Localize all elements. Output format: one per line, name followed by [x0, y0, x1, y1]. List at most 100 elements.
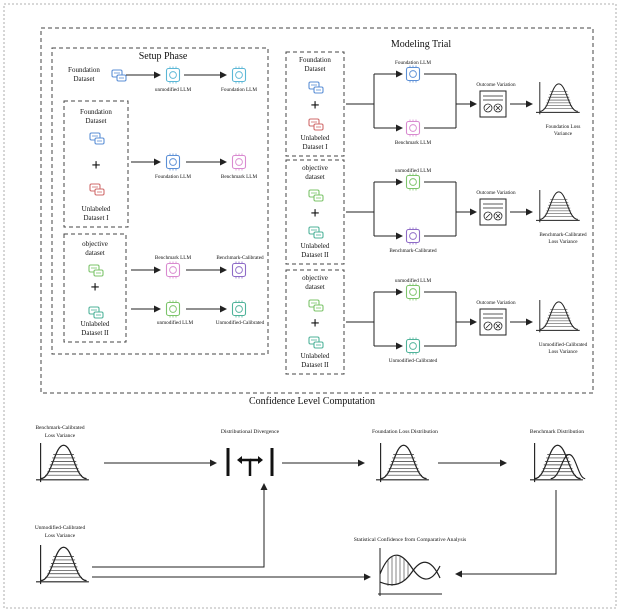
database-icon — [308, 299, 324, 312]
llm-chip-icon — [231, 66, 247, 84]
llm-chip-icon — [405, 227, 421, 245]
setup-row1-dataset-line1: Foundation — [68, 66, 100, 74]
trial-result-line2: Loss Variance — [548, 239, 578, 245]
trial-dataset-box — [285, 269, 345, 375]
trial-dataset-box — [285, 159, 345, 265]
database-icon — [89, 183, 105, 196]
trial-top-label-line1: objective — [302, 274, 328, 282]
setup-group1-bottom-line1: Unlabeled — [82, 205, 111, 213]
llm-chip-icon — [231, 153, 247, 171]
trial-model-bottom-label: Unmodified-Calibrated — [389, 357, 438, 364]
trial-result-line1: Benchmark-Calibrated — [539, 232, 587, 238]
llm-chip-icon — [405, 283, 421, 301]
trial-model-top-label: unmodified LLM — [395, 167, 432, 174]
database-icon — [308, 189, 324, 202]
trial-top-label-line2: dataset — [305, 173, 324, 181]
setup-group2-box — [63, 233, 127, 343]
setup-row1-dataset-line2: Dataset — [74, 75, 95, 83]
database-icon — [111, 69, 127, 82]
plus-sign: + — [310, 205, 319, 222]
llm-chip-icon — [165, 300, 181, 318]
setup-group1-mid-label: Foundation LLM — [155, 174, 191, 180]
setup-row1-out-label: Foundation LLM — [221, 87, 257, 93]
loss-variance-bell-icon — [535, 81, 581, 115]
conf-benchmark-dist-label: Benchmark Distribution — [530, 429, 584, 435]
trial-variation-label: Outcome Variation — [476, 190, 516, 196]
outcome-variation-icon — [479, 198, 507, 226]
trial-bottom-label-line2: Dataset I — [302, 143, 328, 151]
llm-chip-icon — [405, 173, 421, 191]
modeling-trial-title: Modeling Trial — [391, 39, 452, 50]
trial-top-label-line2: dataset — [305, 283, 324, 291]
setup-group2-plus: + — [90, 279, 99, 296]
trial-model-bottom-label: Benchmark LLM — [395, 140, 432, 146]
conf-stat-label: Statistical Confidence from Comparative … — [354, 536, 466, 543]
setup-group2-bottom-line2: Dataset II — [81, 329, 109, 337]
llm-chip-icon — [231, 261, 247, 279]
setup-group2-out-top-label: Benchmark-Calibrated — [216, 255, 264, 261]
trial-dataset-box — [285, 51, 345, 157]
conf-unmod-var-line2: Loss Variance — [45, 533, 76, 539]
setup-group1-plus: + — [91, 157, 100, 174]
database-icon — [88, 306, 104, 319]
llm-chip-icon — [165, 66, 181, 84]
database-icon — [308, 81, 324, 94]
trial-bottom-label-line1: Unlabeled — [301, 134, 330, 142]
trial-model-top-label: Foundation LLM — [395, 60, 431, 66]
setup-group1-box — [63, 100, 129, 228]
trial-result-line2: Loss Variance — [548, 349, 578, 355]
trial-bottom-label-line1: Unlabeled — [301, 352, 330, 360]
database-icon — [308, 118, 324, 131]
bell-curve-icon — [35, 442, 90, 483]
setup-group2-top-line2: dataset — [85, 249, 104, 257]
setup-group1-bottom-line2: Dataset I — [83, 214, 109, 222]
trial-result-line1: Unmodified-Calibrated — [539, 341, 588, 348]
llm-chip-icon — [165, 153, 181, 171]
bell-curve-icon — [375, 442, 430, 483]
setup-phase-title: Setup Phase — [139, 51, 188, 62]
database-icon — [308, 226, 324, 239]
trial-top-label-line1: objective — [302, 164, 328, 172]
setup-phase-box — [51, 47, 269, 355]
trial-model-top-label: unmodified LLM — [395, 277, 432, 284]
bell-curve-icon — [35, 544, 90, 585]
conf-bench-var-line1: Benchmark-Calibrated — [35, 425, 84, 431]
overlapping-distribution-icon — [529, 442, 586, 483]
divergence-icon — [226, 448, 274, 476]
setup-group2-out-bottom-label: Unmodified-Calibrated — [216, 319, 265, 326]
database-icon — [89, 132, 105, 145]
trial-variation-label: Outcome Variation — [476, 82, 516, 88]
loss-variance-bell-icon — [535, 189, 581, 223]
confidence-title: Confidence Level Computation — [249, 396, 375, 407]
database-icon — [308, 336, 324, 349]
trial-result-line2: Variance — [554, 131, 573, 137]
llm-chip-icon — [405, 65, 421, 83]
trial-top-label-line1: Foundation — [299, 56, 331, 64]
comparative-analysis-icon — [378, 548, 442, 596]
trial-bottom-label-line2: Dataset II — [301, 251, 329, 259]
setup-group1-top-line2: Dataset — [86, 117, 107, 125]
trial-bottom-label-line1: Unlabeled — [301, 242, 330, 250]
trial-result-line1: Foundation Loss — [546, 124, 581, 130]
setup-group2-top-line1: objective — [82, 240, 108, 248]
setup-group2-mid-bottom-label: unmodified LLM — [157, 319, 194, 326]
plus-sign: + — [310, 315, 319, 332]
outcome-variation-icon — [479, 90, 507, 118]
llm-chip-icon — [405, 337, 421, 355]
conf-unmod-var-line1: Unmodified-Calibrated — [35, 524, 86, 531]
setup-group1-out-label: Benchmark LLM — [221, 174, 258, 180]
conf-divergence-label: Distributional Divergence — [221, 429, 280, 435]
setup-group2-bottom-line1: Unlabeled — [81, 320, 110, 328]
llm-chip-icon — [231, 300, 247, 318]
trial-variation-label: Outcome Variation — [476, 300, 516, 306]
llm-chip-icon — [405, 119, 421, 137]
loss-variance-bell-icon — [535, 299, 581, 333]
top-panel — [40, 27, 594, 394]
trial-model-bottom-label: Benchmark-Calibrated — [389, 248, 437, 254]
trial-top-label-line2: Dataset — [305, 65, 326, 73]
outer-frame — [3, 3, 617, 609]
plus-sign: + — [310, 97, 319, 114]
